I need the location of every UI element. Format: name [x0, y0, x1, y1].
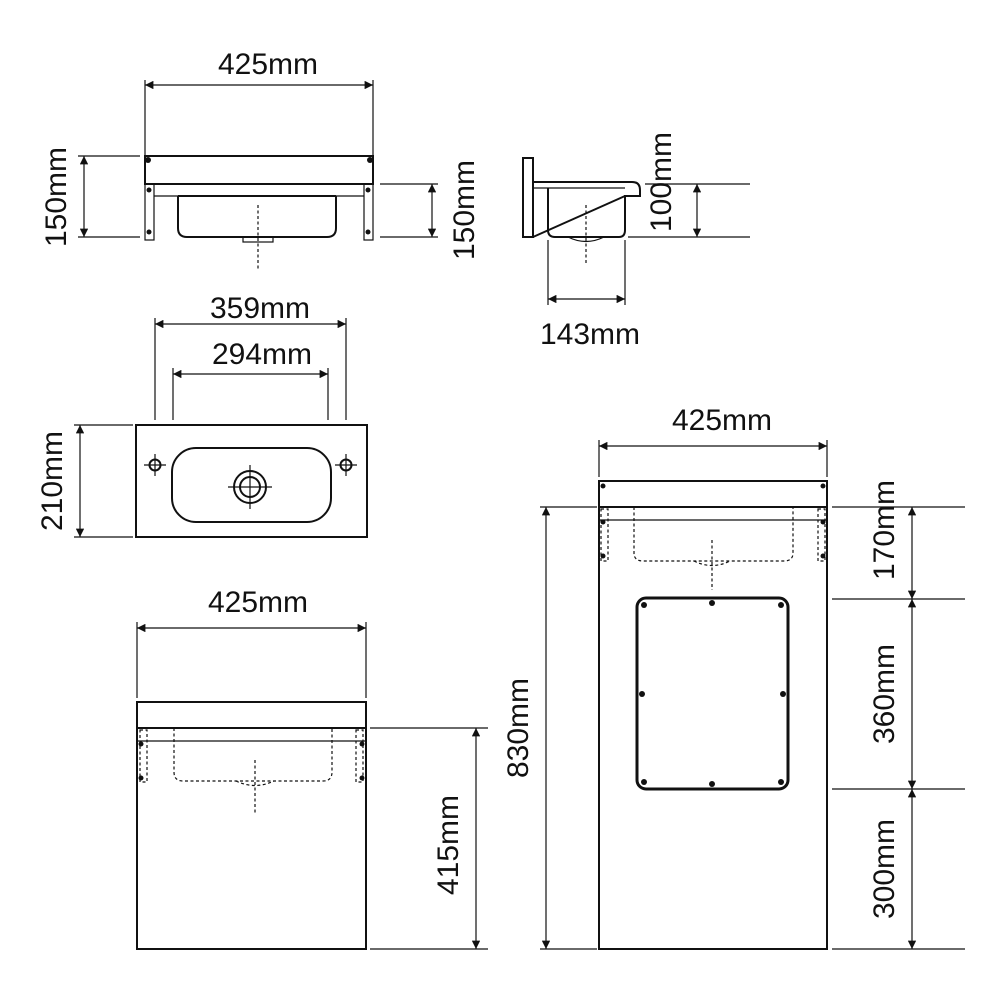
- cabinet-outline: [598, 480, 828, 950]
- dim-plan-inner-width: 294mm: [172, 338, 329, 420]
- dim-side-depth: 143mm: [540, 240, 640, 351]
- cabinet-hidden-bowl: [633, 507, 794, 562]
- side-bowl: [547, 188, 626, 238]
- dim-cabinet-segments: 170mm 360mm 300mm: [832, 480, 965, 950]
- dim-front-small-width: 425mm: [136, 586, 367, 698]
- dim-cabinet-total-height: 830mm: [502, 506, 597, 950]
- dim-cabinet-width: 425mm: [598, 404, 828, 477]
- left-fixing-hole: [144, 454, 166, 476]
- dim-top-height-left: 150mm: [40, 147, 140, 247]
- dim-label-top-height-left: 150mm: [40, 147, 73, 247]
- front-panel-outline: [136, 701, 367, 950]
- plan-drain: [228, 465, 272, 509]
- dim-label-cabinet-width: 425mm: [672, 404, 772, 437]
- front-panel-view: [136, 701, 367, 950]
- hidden-bowl: [173, 728, 333, 782]
- dim-front-small-height: 415mm: [370, 727, 488, 950]
- dim-top-height-right: 150mm: [380, 160, 481, 260]
- right-fixing-hole: [335, 454, 357, 476]
- basin-side-elevation: [522, 157, 641, 265]
- dim-plan-outer-width: 359mm: [154, 292, 347, 420]
- dim-label-cabinet-upper: 170mm: [868, 480, 901, 580]
- dim-label-plan-outer-width: 359mm: [210, 292, 310, 325]
- dim-label-top-width: 425mm: [218, 48, 318, 81]
- dim-top-width: 425mm: [144, 48, 374, 155]
- cabinet-elevation: [598, 480, 828, 950]
- right-bracket: [363, 183, 374, 241]
- dim-label-cabinet-middle: 360mm: [868, 644, 901, 744]
- dim-label-front-small-height: 415mm: [432, 795, 465, 895]
- side-bracket: [532, 195, 626, 238]
- dim-label-plan-depth: 210mm: [36, 431, 69, 531]
- dim-label-cabinet-total-height: 830mm: [502, 678, 535, 778]
- dim-label-top-height-right: 150mm: [448, 160, 481, 260]
- wall-plate: [522, 157, 534, 238]
- dim-label-side-height: 100mm: [645, 132, 678, 232]
- plan-bowl: [171, 447, 332, 523]
- basin-top-plate: [144, 155, 374, 185]
- dim-plan-depth: 210mm: [36, 424, 133, 538]
- basin-plan-view: [135, 424, 368, 538]
- left-bracket: [144, 183, 155, 241]
- basin-bowl: [177, 196, 337, 238]
- plan-outline: [135, 424, 368, 538]
- drain-outlet: [242, 236, 274, 243]
- basin-front-elevation: [144, 155, 374, 270]
- dim-label-cabinet-lower: 300mm: [868, 819, 901, 919]
- access-panel: [635, 596, 790, 791]
- dim-label-side-depth: 143mm: [540, 318, 640, 351]
- dim-label-front-small-width: 425mm: [208, 586, 308, 619]
- dim-label-plan-inner-width: 294mm: [212, 338, 312, 371]
- dim-side-height: 100mm: [628, 132, 750, 238]
